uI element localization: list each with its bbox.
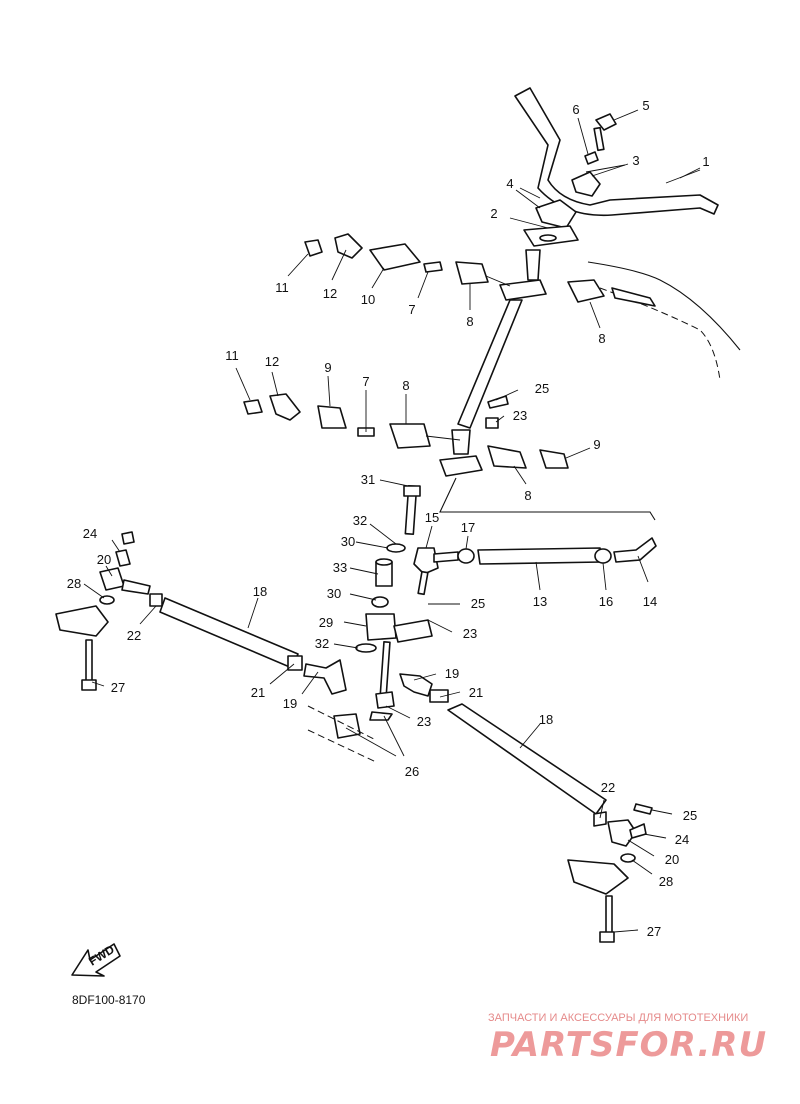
callout-label: 9 [324,360,331,375]
callout-label: 20 [97,552,111,567]
lower-right-tie-rod [399,673,653,943]
upper-linkage-row [304,233,605,303]
center-stack [355,484,433,721]
callout-label: 6 [572,102,579,117]
callout-label: 2 [490,206,497,221]
callout-label: 27 [647,924,661,939]
callout-label: 18 [253,584,267,599]
callout-label: 8 [466,314,473,329]
upper-holder-assembly [519,113,626,247]
middle-linkage-row [243,393,569,469]
callout-label: 7 [408,302,415,317]
watermark-brand: PARTSFOR.RU [490,1025,767,1065]
callout-label: 33 [333,560,347,575]
callout-label: 18 [539,712,553,727]
callout-label: 24 [675,832,689,847]
fwd-arrow-icon: FWD [71,942,121,977]
callout-label: 12 [323,286,337,301]
callout-label: 30 [341,534,355,549]
steering-column [439,249,656,521]
diagram-code: 8DF100-8170 [72,993,146,1007]
callout-label: 31 [361,472,375,487]
callout-label: 8 [524,488,531,503]
callout-label: 26 [405,764,419,779]
callout-label: 14 [643,594,657,609]
callout-label: 30 [327,586,341,601]
callout-label: 28 [67,576,81,591]
callout-label: 25 [535,381,549,396]
callout-label: 16 [599,594,613,609]
handlebar-part [514,87,719,217]
callout-label: 25 [683,808,697,823]
callout-label: 9 [593,437,600,452]
callout-label: 23 [513,408,527,423]
callout-label: 23 [417,714,431,729]
callout-label: 21 [469,685,483,700]
callout-label: 19 [283,696,297,711]
callout-label: 1 [702,154,709,169]
callout-label: 8 [402,378,409,393]
callout-label: 27 [111,680,125,695]
callout-label: 11 [275,280,289,295]
callout-label: 22 [127,628,141,643]
callout-label: 7 [362,374,369,389]
callout-labels: 1 2 3 4 5 6 7 7 8 8 8 8 9 9 10 11 11 12 [67,98,710,939]
rider-silhouette [587,261,741,381]
callout-label: 11 [225,348,239,363]
right-tie-rod [413,537,657,596]
callout-label: 29 [319,615,333,630]
callout-label: 23 [463,626,477,641]
callout-label: 20 [665,852,679,867]
callout-label: 19 [445,666,459,681]
callout-label: 22 [601,780,615,795]
callout-label: 4 [506,176,513,191]
callout-label: 13 [533,594,547,609]
callout-label: 8 [598,331,605,346]
callout-label: 12 [265,354,279,369]
callout-label: 21 [251,685,265,700]
callout-label: 28 [659,874,673,889]
callout-label: 32 [353,513,367,528]
callout-label: 25 [471,596,485,611]
callout-label: 15 [425,510,439,525]
callout-label: 32 [315,636,329,651]
watermark-tagline: ЗАПЧАСТИ И АКСЕССУАРЫ ДЛЯ МОТОТЕХНИКИ [488,1012,748,1024]
callout-label: 10 [361,292,375,307]
callout-label: 24 [83,526,97,541]
callout-label: 5 [642,98,649,113]
callout-label: 17 [461,520,475,535]
watermark: ЗАПЧАСТИ И АКСЕССУАРЫ ДЛЯ МОТОТЕХНИКИ PA… [488,1012,767,1065]
callout-label: 3 [632,153,639,168]
